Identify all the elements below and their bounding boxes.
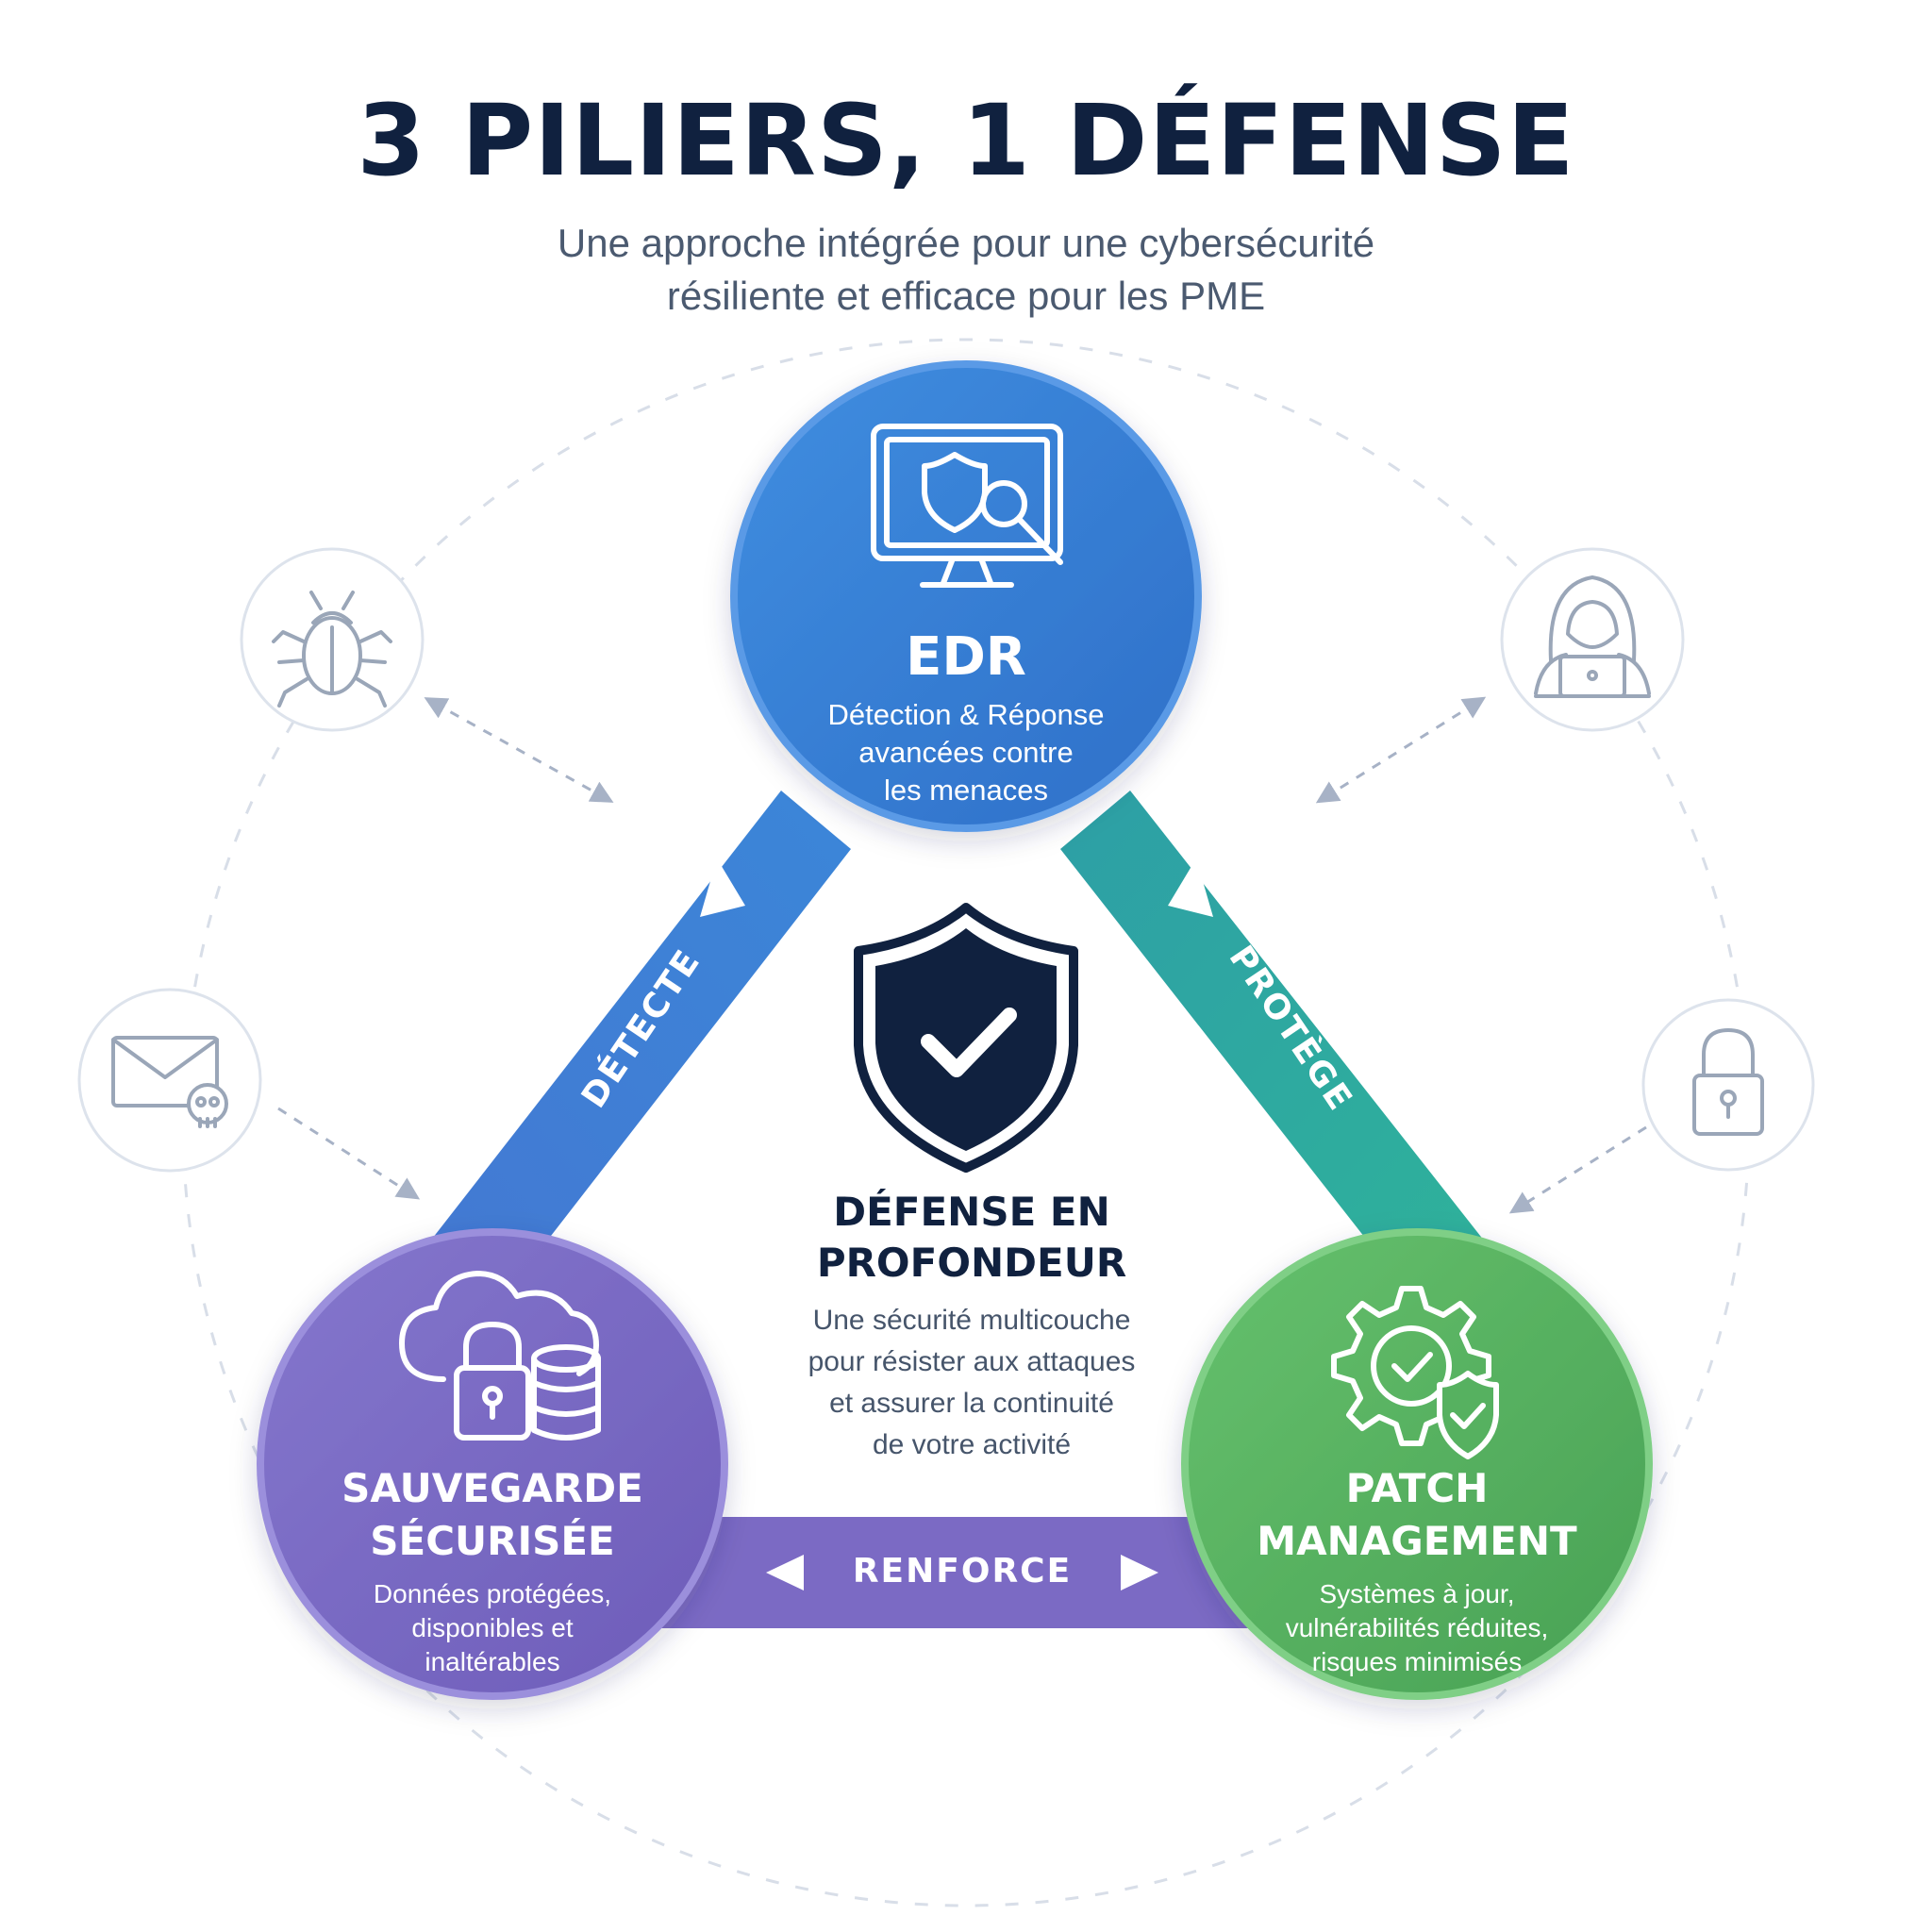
pillar-patch-title-line: PATCH — [1345, 1465, 1489, 1511]
pillar-edr-desc-line: les menaces — [883, 774, 1049, 807]
pillar-edr-title: EDR — [906, 626, 1026, 688]
pillar-patch: PATCH MANAGEMENT Systèmes à jour, vulnér… — [1238, 1462, 1596, 1679]
pillar-backup-title: SAUVEGARDE SÉCURISÉE — [323, 1462, 662, 1568]
band-protege — [1060, 791, 1519, 1311]
link-label-renforce: RENFORCE — [852, 1552, 1073, 1591]
pillar-backup-desc-line: Données protégées, — [373, 1579, 612, 1608]
pillar-backup-circle — [257, 1228, 728, 1700]
pillar-backup: SAUVEGARDE SÉCURISÉE Données protégées, … — [323, 1462, 662, 1679]
page-title: 3 PILIERS, 1 DÉFENSE — [357, 83, 1575, 198]
cloud-lock-database-icon — [399, 1271, 601, 1441]
center-desc: Une sécurité multicouche pour résister a… — [755, 1300, 1189, 1466]
pillar-patch-title: PATCH MANAGEMENT — [1238, 1462, 1596, 1568]
center-title-line: PROFONDEUR — [816, 1240, 1127, 1286]
pillar-backup-desc: Données protégées, disponibles et inalté… — [323, 1577, 662, 1679]
padlock-icon — [1641, 998, 1815, 1172]
pillar-edr-desc-line: Détection & Réponse — [827, 698, 1105, 731]
pillar-edr-desc-line: avancées contre — [858, 736, 1074, 769]
center-desc-line: pour résister aux attaques — [808, 1346, 1136, 1377]
center-title: DÉFENSE EN PROFONDEUR — [774, 1187, 1170, 1289]
bug-icon — [240, 547, 425, 732]
pillar-patch-desc-line: vulnérabilités réduites, — [1285, 1613, 1549, 1642]
pillar-patch-desc-line: risques minimisés — [1311, 1647, 1523, 1676]
pillar-edr: EDR Détection & Réponse avancées contre … — [777, 626, 1155, 809]
arrow-down-protege — [1168, 858, 1213, 917]
hacker-icon — [1500, 547, 1685, 732]
center-desc-line: de votre activité — [872, 1429, 1072, 1460]
shield-check-icon — [854, 903, 1078, 1173]
pillar-patch-title-line: MANAGEMENT — [1257, 1518, 1577, 1564]
page-subtitle: Une approche intégrée pour une cybersécu… — [400, 217, 1532, 323]
band-detecte — [396, 791, 851, 1311]
pillar-backup-desc-line: disponibles et — [411, 1613, 574, 1642]
pillar-edr-desc: Détection & Réponse avancées contre les … — [777, 696, 1155, 809]
arrow-left-renforce — [766, 1555, 804, 1591]
pillar-backup-desc-line: inaltérables — [425, 1647, 560, 1676]
threat-arrow-mail — [277, 1107, 421, 1200]
threat-arrow-lock — [1508, 1125, 1647, 1214]
phishing-mail-icon — [77, 988, 262, 1173]
arrow-up-detecte — [700, 858, 745, 917]
pillar-patch-desc: Systèmes à jour, vulnérabilités réduites… — [1238, 1577, 1596, 1679]
subtitle-line-2: résiliente et efficace pour les PME — [666, 274, 1266, 318]
band-renforce — [651, 1517, 1292, 1628]
pillar-backup-title-line: SÉCURISÉE — [370, 1518, 615, 1564]
arrow-right-renforce — [1121, 1555, 1158, 1591]
subtitle-line-1: Une approche intégrée pour une cybersécu… — [557, 221, 1375, 265]
threat-arrow-hacker — [1315, 696, 1487, 804]
center-title-line: DÉFENSE EN — [833, 1189, 1110, 1235]
center-desc-line: Une sécurité multicouche — [812, 1305, 1131, 1336]
gear-shield-check-icon — [1331, 1286, 1499, 1459]
pillar-patch-desc-line: Systèmes à jour, — [1319, 1579, 1515, 1608]
pillar-edr-circle — [730, 360, 1202, 832]
pillar-backup-title-line: SAUVEGARDE — [341, 1465, 643, 1511]
threat-arrow-bug — [424, 697, 614, 803]
center-desc-line: et assurer la continuité — [829, 1388, 1114, 1419]
monitor-shield-search-icon — [871, 424, 1063, 588]
pillar-patch-circle — [1181, 1228, 1653, 1700]
